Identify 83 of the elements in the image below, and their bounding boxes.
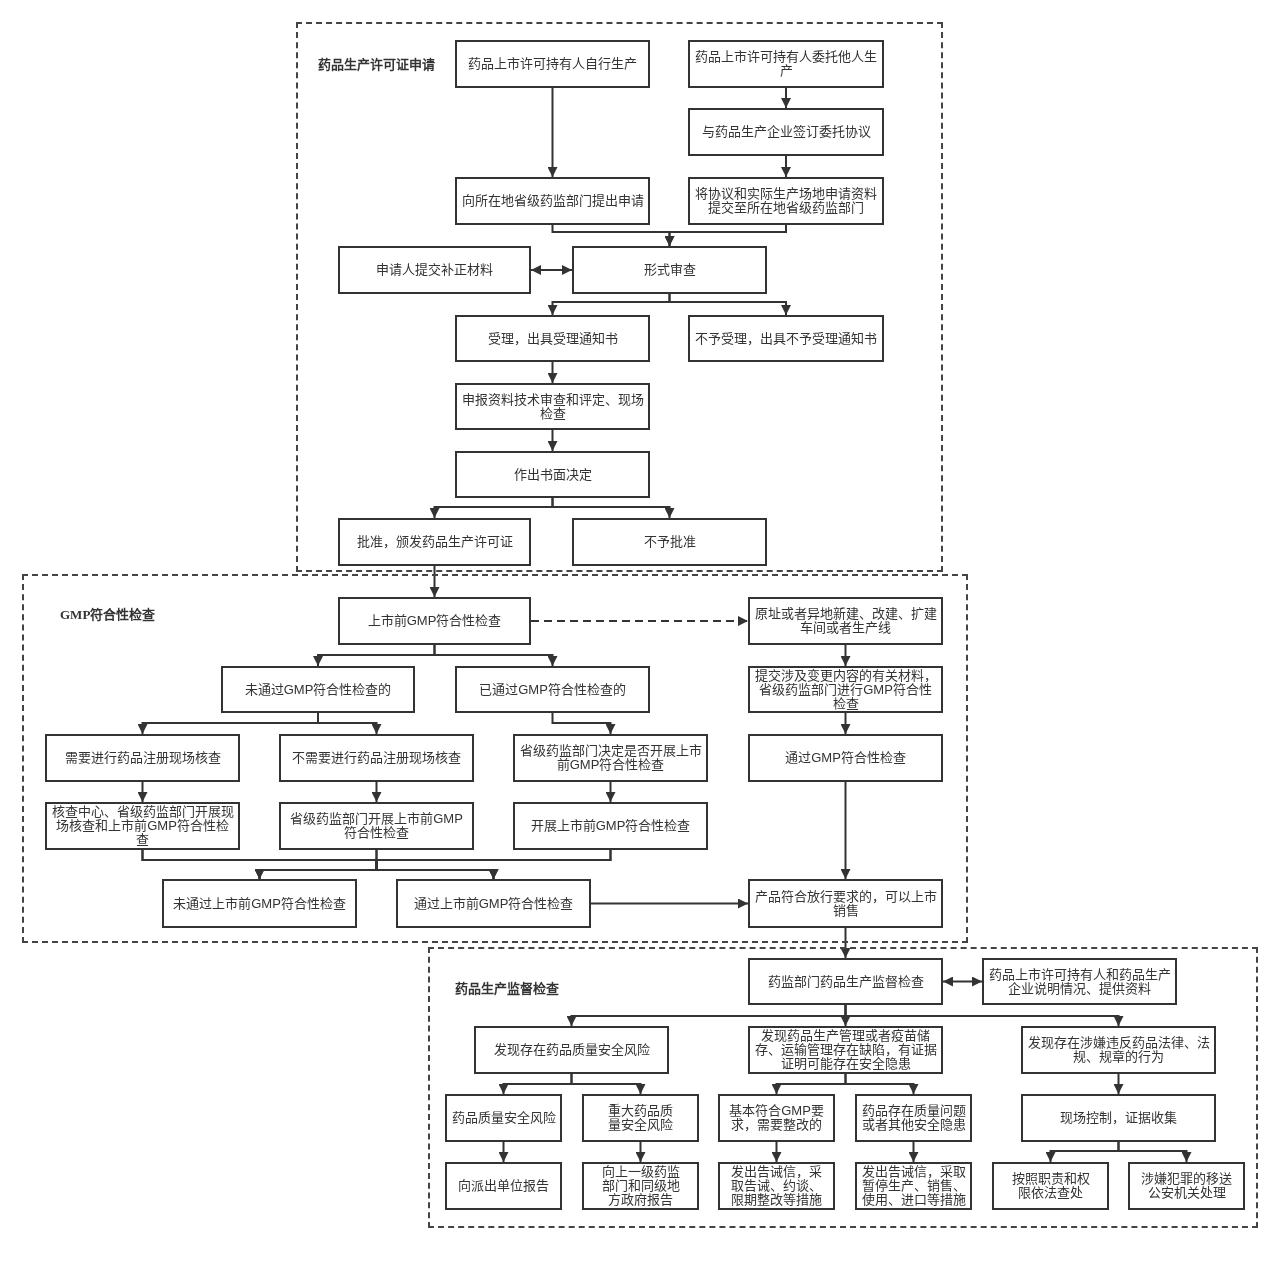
- arrow: [1117, 1141, 1192, 1163]
- double-arrow: [530, 265, 573, 275]
- dashed-arrow: [530, 616, 749, 626]
- process-box: 申请人提交补正材料: [338, 246, 531, 294]
- process-box: 药品上市许可持有人和药品生产企业说明情况、提供资料: [982, 958, 1177, 1005]
- arrow: [551, 497, 675, 519]
- process-box: 省级药监部门开展上市前GMP符合性检查: [279, 802, 474, 850]
- arrow: [570, 1073, 646, 1095]
- process-box: 提交涉及变更内容的有关材料，省级药监部门进行GMP符合性检查: [748, 666, 943, 713]
- process-box: 通过GMP符合性检查: [748, 734, 943, 782]
- arrow: [635, 1141, 646, 1163]
- process-box: 向所在地省级药监部门提出申请: [455, 177, 650, 225]
- arrow: [664, 224, 787, 247]
- process-box: 申报资料技术审查和评定、现场检查: [455, 383, 650, 430]
- process-box: 需要进行药品注册现场核查: [45, 734, 240, 782]
- arrow: [371, 781, 382, 803]
- arrow: [433, 644, 558, 667]
- arrow: [429, 565, 440, 598]
- process-box: 通过上市前GMP符合性检查: [396, 879, 591, 928]
- process-box: 形式审查: [572, 246, 767, 294]
- process-box: 药品上市许可持有人自行生产: [455, 40, 650, 88]
- process-box: 发出告诫信，采取告诫、约谈、限期整改等措施: [718, 1162, 835, 1210]
- process-box: 药品质量安全风险: [445, 1094, 562, 1142]
- process-box: 药监部门药品生产监督检查: [748, 958, 943, 1005]
- arrow: [605, 781, 616, 803]
- section-title: 药品生产许可证申请: [318, 57, 435, 72]
- arrow: [668, 293, 791, 316]
- arrow: [771, 1141, 782, 1163]
- arrow: [840, 927, 851, 959]
- process-box: 药品存在质量问题或者其他安全隐患: [855, 1094, 972, 1142]
- process-box: 涉嫌犯罪的移送公安机关处理: [1128, 1162, 1245, 1210]
- process-box: 发现药品生产管理或者疫苗储存、运输管理存在缺陷，有证据证明可能存在安全隐患: [748, 1026, 943, 1074]
- process-box: 不需要进行药品注册现场核查: [279, 734, 474, 782]
- arrow: [840, 781, 851, 880]
- process-box: 不予受理，出具不予受理通知书: [688, 315, 884, 362]
- arrow: [844, 1073, 919, 1095]
- arrow: [375, 849, 612, 880]
- process-box: 现场控制，证据收集: [1021, 1094, 1216, 1142]
- arrow: [137, 781, 148, 803]
- double-arrow: [942, 976, 983, 987]
- process-box: 发出告诫信，采取暂停生产、销售、使用、进口等措施: [855, 1162, 972, 1210]
- section-title: GMP符合性检查: [60, 607, 156, 622]
- process-box: 受理，出具受理通知书: [455, 315, 650, 362]
- arrow: [590, 898, 749, 909]
- process-box: 向派出单位报告: [445, 1162, 562, 1210]
- arrow: [781, 155, 791, 178]
- arrow: [547, 87, 558, 178]
- section-frame: [428, 947, 1258, 1228]
- process-box: 重大药品质量安全风险: [582, 1094, 699, 1142]
- arrow: [908, 1141, 919, 1163]
- process-box: 向上一级药监部门和同级地方政府报告: [582, 1162, 699, 1210]
- arrow: [840, 712, 851, 735]
- process-box: 将协议和实际生产场地申请资料提交至所在地省级药监部门: [688, 177, 884, 225]
- process-box: 未通过GMP符合性检查的: [221, 666, 415, 713]
- arrow: [551, 712, 616, 735]
- process-box: 基本符合GMP要求，需要整改的: [718, 1094, 835, 1142]
- arrow: [498, 1141, 509, 1163]
- section-frame: [296, 22, 943, 572]
- process-box: 已通过GMP符合性检查的: [455, 666, 650, 713]
- process-box: 上市前GMP符合性检查: [338, 597, 531, 645]
- process-box: 药品上市许可持有人委托他人生产: [688, 40, 884, 88]
- process-box: 发现存在涉嫌违反药品法律、法规、规章的行为: [1021, 1026, 1216, 1074]
- arrow: [547, 429, 558, 452]
- arrow: [840, 644, 851, 667]
- process-box: 批准，颁发药品生产许可证: [338, 518, 531, 566]
- section-frame: [22, 574, 968, 943]
- process-box: 不予批准: [572, 518, 767, 566]
- arrow: [1113, 1073, 1124, 1095]
- process-box: 产品符合放行要求的，可以上市销售: [748, 879, 943, 928]
- process-box: 省级药监部门决定是否开展上市前GMP符合性检查: [513, 734, 708, 782]
- arrow: [317, 712, 382, 735]
- arrow: [547, 361, 558, 384]
- arrow: [781, 87, 791, 109]
- arrow: [844, 1004, 1124, 1027]
- process-box: 与药品生产企业签订委托协议: [688, 108, 884, 156]
- process-box: 按照职责和权限依法查处: [992, 1162, 1109, 1210]
- section-title: 药品生产监督检查: [455, 981, 559, 996]
- process-box: 开展上市前GMP符合性检查: [513, 802, 708, 850]
- process-box: 作出书面决定: [455, 451, 650, 498]
- process-box: 核查中心、省级药监部门开展现场核查和上市前GMP符合性检查: [45, 802, 240, 850]
- process-box: 发现存在药品质量安全风险: [474, 1026, 669, 1074]
- process-box: 未通过上市前GMP符合性检查: [162, 879, 357, 928]
- process-box: 原址或者异地新建、改建、扩建车间或者生产线: [748, 597, 943, 645]
